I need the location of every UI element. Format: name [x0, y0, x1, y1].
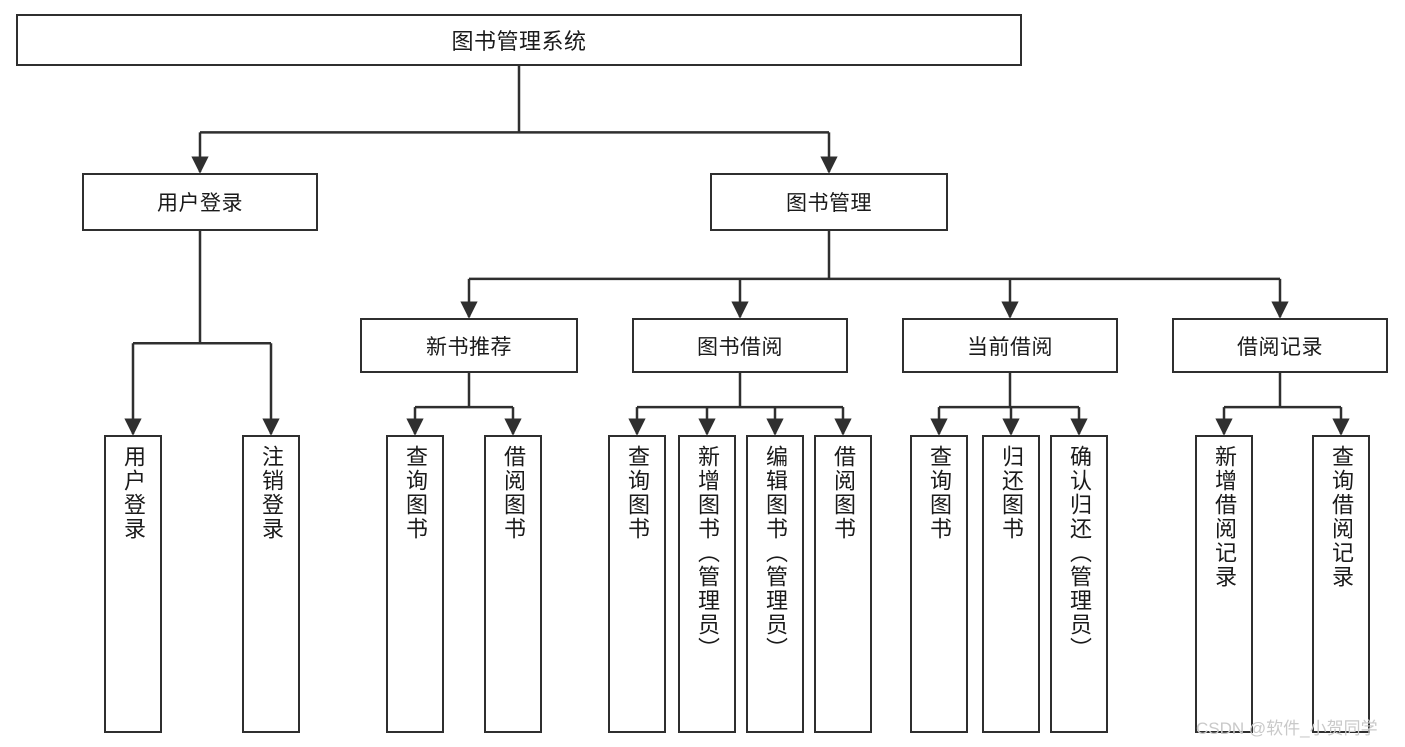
node-label: 编辑图书（管理员） [763, 445, 788, 661]
node-leaf-cb-query[interactable]: 查询图书 [910, 435, 968, 733]
node-label: 新增图书（管理员） [695, 445, 720, 661]
node-leaf-user-login[interactable]: 用户登录 [104, 435, 162, 733]
node-root[interactable]: 图书管理系统 [16, 14, 1022, 66]
node-label: 查询图书 [625, 445, 650, 541]
node-book-mgmt[interactable]: 图书管理 [710, 173, 948, 231]
node-label: 借阅记录 [1237, 335, 1323, 359]
node-label: 用户登录 [157, 192, 243, 215]
node-label: 图书借阅 [697, 335, 783, 359]
node-label: 图书管理系统 [451, 29, 587, 54]
node-current-borrow[interactable]: 当前借阅 [902, 318, 1118, 373]
node-label: 用户登录 [121, 445, 146, 541]
node-leaf-br-query[interactable]: 查询借阅记录 [1312, 435, 1370, 733]
node-label: 当前借阅 [967, 335, 1053, 359]
node-label: 新增借阅记录 [1212, 445, 1237, 589]
node-label: 借阅图书 [831, 445, 856, 541]
node-leaf-bb-query[interactable]: 查询图书 [608, 435, 666, 733]
node-label: 确认归还（管理员） [1067, 445, 1092, 661]
node-label: 查询借阅记录 [1329, 445, 1354, 589]
node-leaf-bb-add[interactable]: 新增图书（管理员） [678, 435, 736, 733]
node-label: 查询图书 [927, 445, 952, 541]
node-label: 注销登录 [259, 445, 284, 541]
node-user-login[interactable]: 用户登录 [82, 173, 318, 231]
node-leaf-cb-confirm[interactable]: 确认归还（管理员） [1050, 435, 1108, 733]
node-leaf-bb-borrow[interactable]: 借阅图书 [814, 435, 872, 733]
node-label: 归还图书 [999, 445, 1024, 541]
node-leaf-br-add[interactable]: 新增借阅记录 [1195, 435, 1253, 733]
node-label: 新书推荐 [426, 335, 512, 359]
node-book-borrow[interactable]: 图书借阅 [632, 318, 848, 373]
node-leaf-rec-query[interactable]: 查询图书 [386, 435, 444, 733]
node-label: 图书管理 [786, 192, 872, 215]
node-leaf-rec-borrow[interactable]: 借阅图书 [484, 435, 542, 733]
node-leaf-bb-edit[interactable]: 编辑图书（管理员） [746, 435, 804, 733]
node-label: 查询图书 [403, 445, 428, 541]
node-leaf-cb-return[interactable]: 归还图书 [982, 435, 1040, 733]
node-leaf-user-logout[interactable]: 注销登录 [242, 435, 300, 733]
node-label: 借阅图书 [501, 445, 526, 541]
node-new-book-rec[interactable]: 新书推荐 [360, 318, 578, 373]
node-borrow-record[interactable]: 借阅记录 [1172, 318, 1388, 373]
